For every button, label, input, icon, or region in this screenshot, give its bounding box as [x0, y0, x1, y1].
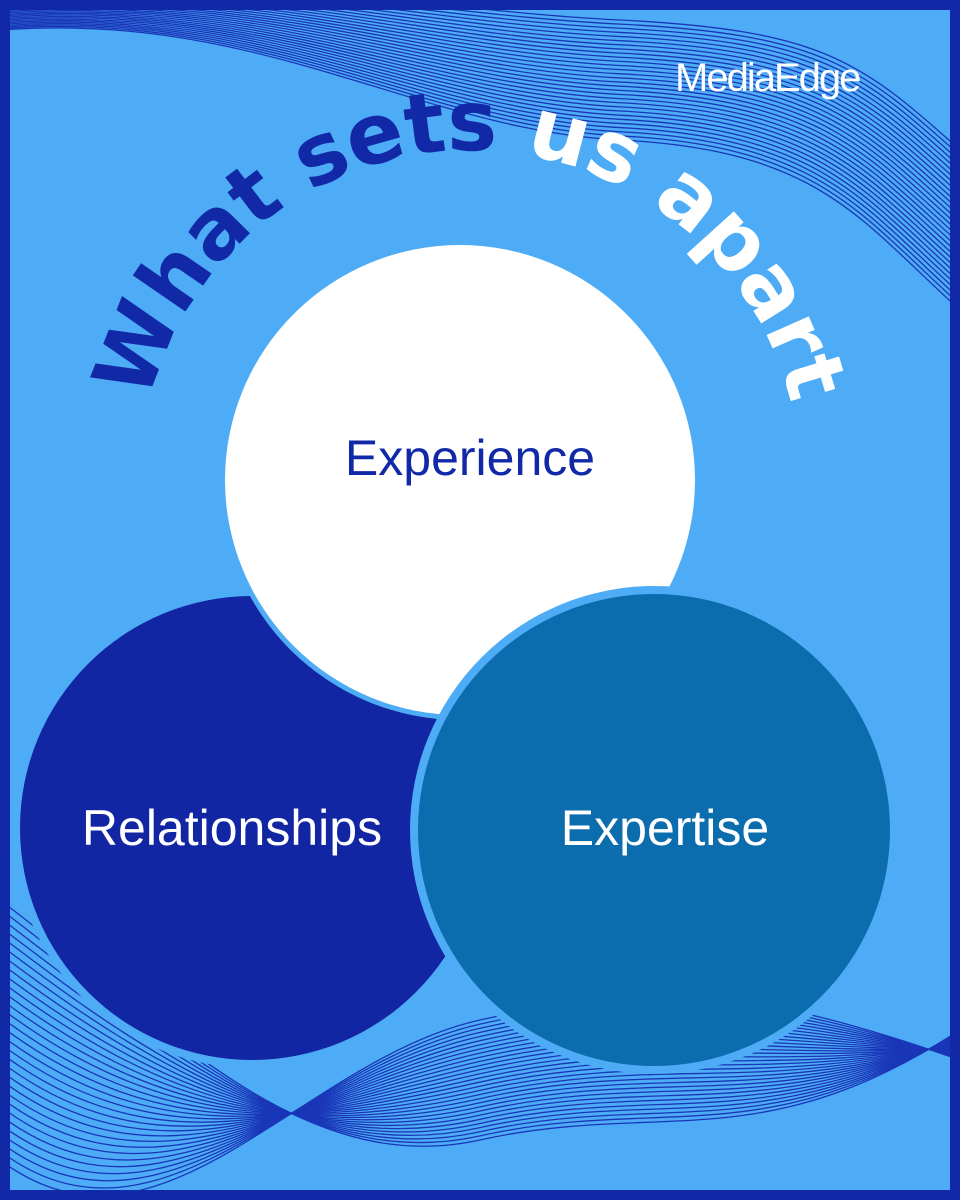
- wave-line: [10, 25, 950, 297]
- brand-logo: MediaEdge: [675, 56, 860, 100]
- wave-line: [10, 18, 950, 269]
- wave-line: [10, 1005, 950, 1115]
- wave-line: [10, 978, 950, 1121]
- wave-line: [369, 10, 950, 164]
- wave-line: [10, 24, 950, 291]
- wave-lines-top: [10, 10, 950, 302]
- wave-line: [10, 1040, 950, 1117]
- wave-line: [10, 996, 950, 1117]
- label-expertise: Expertise: [561, 800, 769, 856]
- wave-line: [10, 19, 950, 275]
- wave-line: [10, 1026, 950, 1148]
- wave-line: [325, 10, 950, 175]
- wave-line: [285, 10, 950, 187]
- wave-line: [10, 14, 950, 253]
- wave-line: [10, 969, 950, 1124]
- wave-line: [10, 21, 950, 280]
- wave-line: [10, 17, 950, 264]
- wave-line: [421, 10, 950, 153]
- wave-line: [394, 10, 950, 159]
- wave-line: [10, 10, 950, 236]
- wave-line: [304, 10, 950, 181]
- wave-line: [10, 15, 950, 258]
- wave-line: [10, 951, 950, 1130]
- wave-line: [189, 10, 950, 214]
- wave-line: [10, 960, 950, 1127]
- wave-line: [10, 1014, 950, 1115]
- label-experience: Experience: [345, 430, 595, 486]
- wave-line: [10, 1047, 950, 1123]
- wave-line: [10, 12, 950, 247]
- wave-line: [10, 11, 950, 242]
- wave-line: [167, 10, 950, 220]
- wave-line: [10, 1034, 950, 1137]
- wave-lines-bottom: [10, 906, 950, 1190]
- wave-line: [10, 987, 950, 1119]
- wave-line: [10, 1046, 950, 1120]
- wave-line: [10, 1043, 950, 1127]
- circle-relationships: [20, 596, 484, 1060]
- wave-line: [10, 22, 950, 286]
- circle-expertise: [418, 594, 890, 1066]
- label-relationships: Relationships: [82, 800, 382, 856]
- wave-line: [10, 10, 950, 231]
- wave-line: [10, 1031, 950, 1116]
- wave-line: [266, 10, 950, 192]
- wave-line: [10, 1022, 950, 1115]
- wave-line: [10, 27, 950, 302]
- wave-line: [10, 1039, 950, 1132]
- wave-line: [209, 10, 950, 209]
- wave-line: [247, 10, 950, 198]
- wave-line: [10, 10, 950, 225]
- wave-line: [451, 10, 950, 148]
- wave-line: [346, 10, 950, 170]
- wave-line: [10, 1030, 950, 1143]
- wave-line: [228, 10, 950, 203]
- wave-line: [485, 10, 950, 142]
- circle-experience: [225, 245, 695, 715]
